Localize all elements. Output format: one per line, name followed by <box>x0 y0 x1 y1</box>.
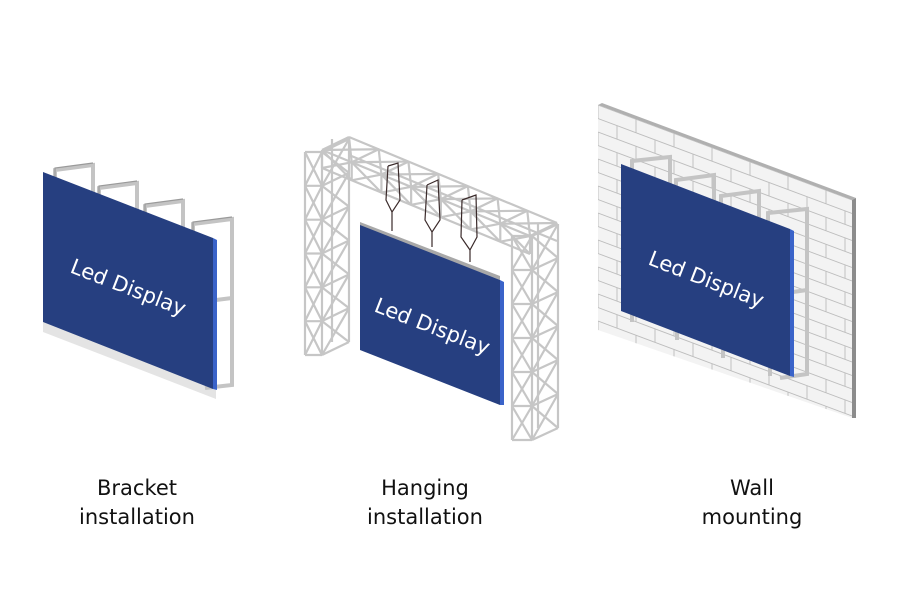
truss-rung <box>531 257 559 271</box>
truss-rung <box>410 172 439 188</box>
hanging-cables <box>385 162 478 262</box>
truss-brace <box>321 239 350 288</box>
truss-brace <box>304 253 323 288</box>
truss-rung <box>321 136 350 151</box>
truss-brace <box>531 291 559 339</box>
led-panel <box>621 164 790 376</box>
caption-line: installation <box>79 505 195 529</box>
truss-brace <box>511 235 533 271</box>
caption-hanging-installation: Hanging installation <box>305 474 545 532</box>
truss-brace <box>351 173 382 182</box>
truss-brace <box>304 286 323 322</box>
truss-brace <box>377 149 383 175</box>
mortar-line <box>598 131 852 228</box>
truss-rung <box>380 160 409 176</box>
truss-brace <box>407 161 413 187</box>
truss-rung <box>499 209 528 225</box>
truss-rung <box>529 222 558 237</box>
truss-rung <box>321 239 350 255</box>
truss-brace <box>531 223 559 271</box>
truss-brace <box>304 320 323 356</box>
bracket-installation-illustration: Led Display <box>43 162 234 399</box>
truss-rung <box>321 205 350 221</box>
truss-brace <box>321 161 352 170</box>
truss-brace <box>321 206 350 255</box>
truss-brace <box>511 371 533 407</box>
wall-mounting-illustration: Led Display <box>598 103 856 418</box>
truss-brace <box>531 257 559 305</box>
truss-rung <box>321 273 350 289</box>
led-panel <box>43 172 213 389</box>
truss-brace <box>531 359 559 407</box>
panel-edge <box>500 280 504 405</box>
truss-rung <box>440 185 469 201</box>
truss-brace <box>466 186 472 212</box>
truss-rung <box>321 171 350 187</box>
caption-line: Hanging <box>381 476 469 500</box>
truss-brace <box>440 210 471 219</box>
truss-brace <box>500 234 531 243</box>
truss-brace <box>511 405 533 441</box>
truss-brace <box>304 151 323 187</box>
mortar-line <box>598 320 852 417</box>
floor-shadow <box>43 322 216 399</box>
panel-edge <box>790 229 794 377</box>
truss-rung <box>321 307 350 323</box>
led-panel <box>360 225 500 405</box>
truss-brace <box>347 136 353 163</box>
caption-line: Bracket <box>96 476 178 500</box>
caption-wall-mounting: Wall mounting <box>632 474 872 532</box>
truss-brace <box>526 210 532 237</box>
hanging-installation-illustration: Led Display <box>303 135 560 442</box>
truss-brace <box>496 198 502 224</box>
caption-line: installation <box>367 505 483 529</box>
truss-rung <box>321 341 350 356</box>
truss-brace <box>511 337 533 373</box>
truss-rung <box>351 148 380 164</box>
truss-brace <box>381 185 412 194</box>
truss-rung <box>531 393 559 407</box>
truss-brace <box>531 325 559 373</box>
truss-brace <box>470 222 501 231</box>
truss-brace <box>437 173 442 200</box>
mortar-line <box>598 118 852 214</box>
panel-edge <box>213 238 217 390</box>
truss-chord <box>348 135 558 225</box>
truss-brace <box>321 273 350 322</box>
truss-brace <box>321 307 350 356</box>
truss-brace <box>511 303 533 339</box>
truss-brace <box>321 172 350 221</box>
caption-line: mounting <box>701 505 803 529</box>
truss-brace <box>511 269 533 305</box>
truss-brace <box>304 185 323 221</box>
truss-rung <box>531 291 559 305</box>
panel-top-edge <box>360 222 500 280</box>
truss-brace <box>304 219 323 254</box>
caption-bracket-installation: Bracket installation <box>17 474 257 532</box>
caption-line: Wall <box>730 476 774 500</box>
truss-rung <box>470 197 499 213</box>
truss-rung <box>531 359 559 373</box>
truss-brace <box>531 393 559 441</box>
truss-rung <box>531 325 559 339</box>
truss-rung <box>531 427 559 441</box>
wall-side <box>852 198 856 418</box>
wall-top-edge <box>598 103 856 200</box>
